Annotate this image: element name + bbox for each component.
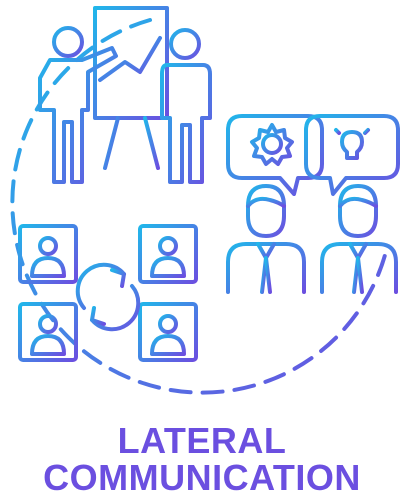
listener-icon xyxy=(160,28,212,184)
lightbulb-speech-bubble-icon xyxy=(304,114,400,196)
refresh-cycle-icon xyxy=(75,262,141,332)
lateral-communication-illustration xyxy=(10,6,400,395)
user-profile-card-icon xyxy=(18,302,78,362)
user-profile-card-icon xyxy=(138,302,198,362)
caption-line-1: LATERAL xyxy=(117,420,287,461)
user-profile-card-icon xyxy=(18,224,78,284)
user-profile-card-icon xyxy=(138,224,198,284)
presenter-at-flipchart-icon xyxy=(38,6,169,184)
gear-speech-bubble-icon xyxy=(226,114,324,196)
caption-line-2: COMMUNICATION xyxy=(43,457,361,498)
dashed-circle-outline xyxy=(10,18,387,395)
businessman-icon xyxy=(320,184,398,294)
businessman-icon xyxy=(226,184,306,294)
